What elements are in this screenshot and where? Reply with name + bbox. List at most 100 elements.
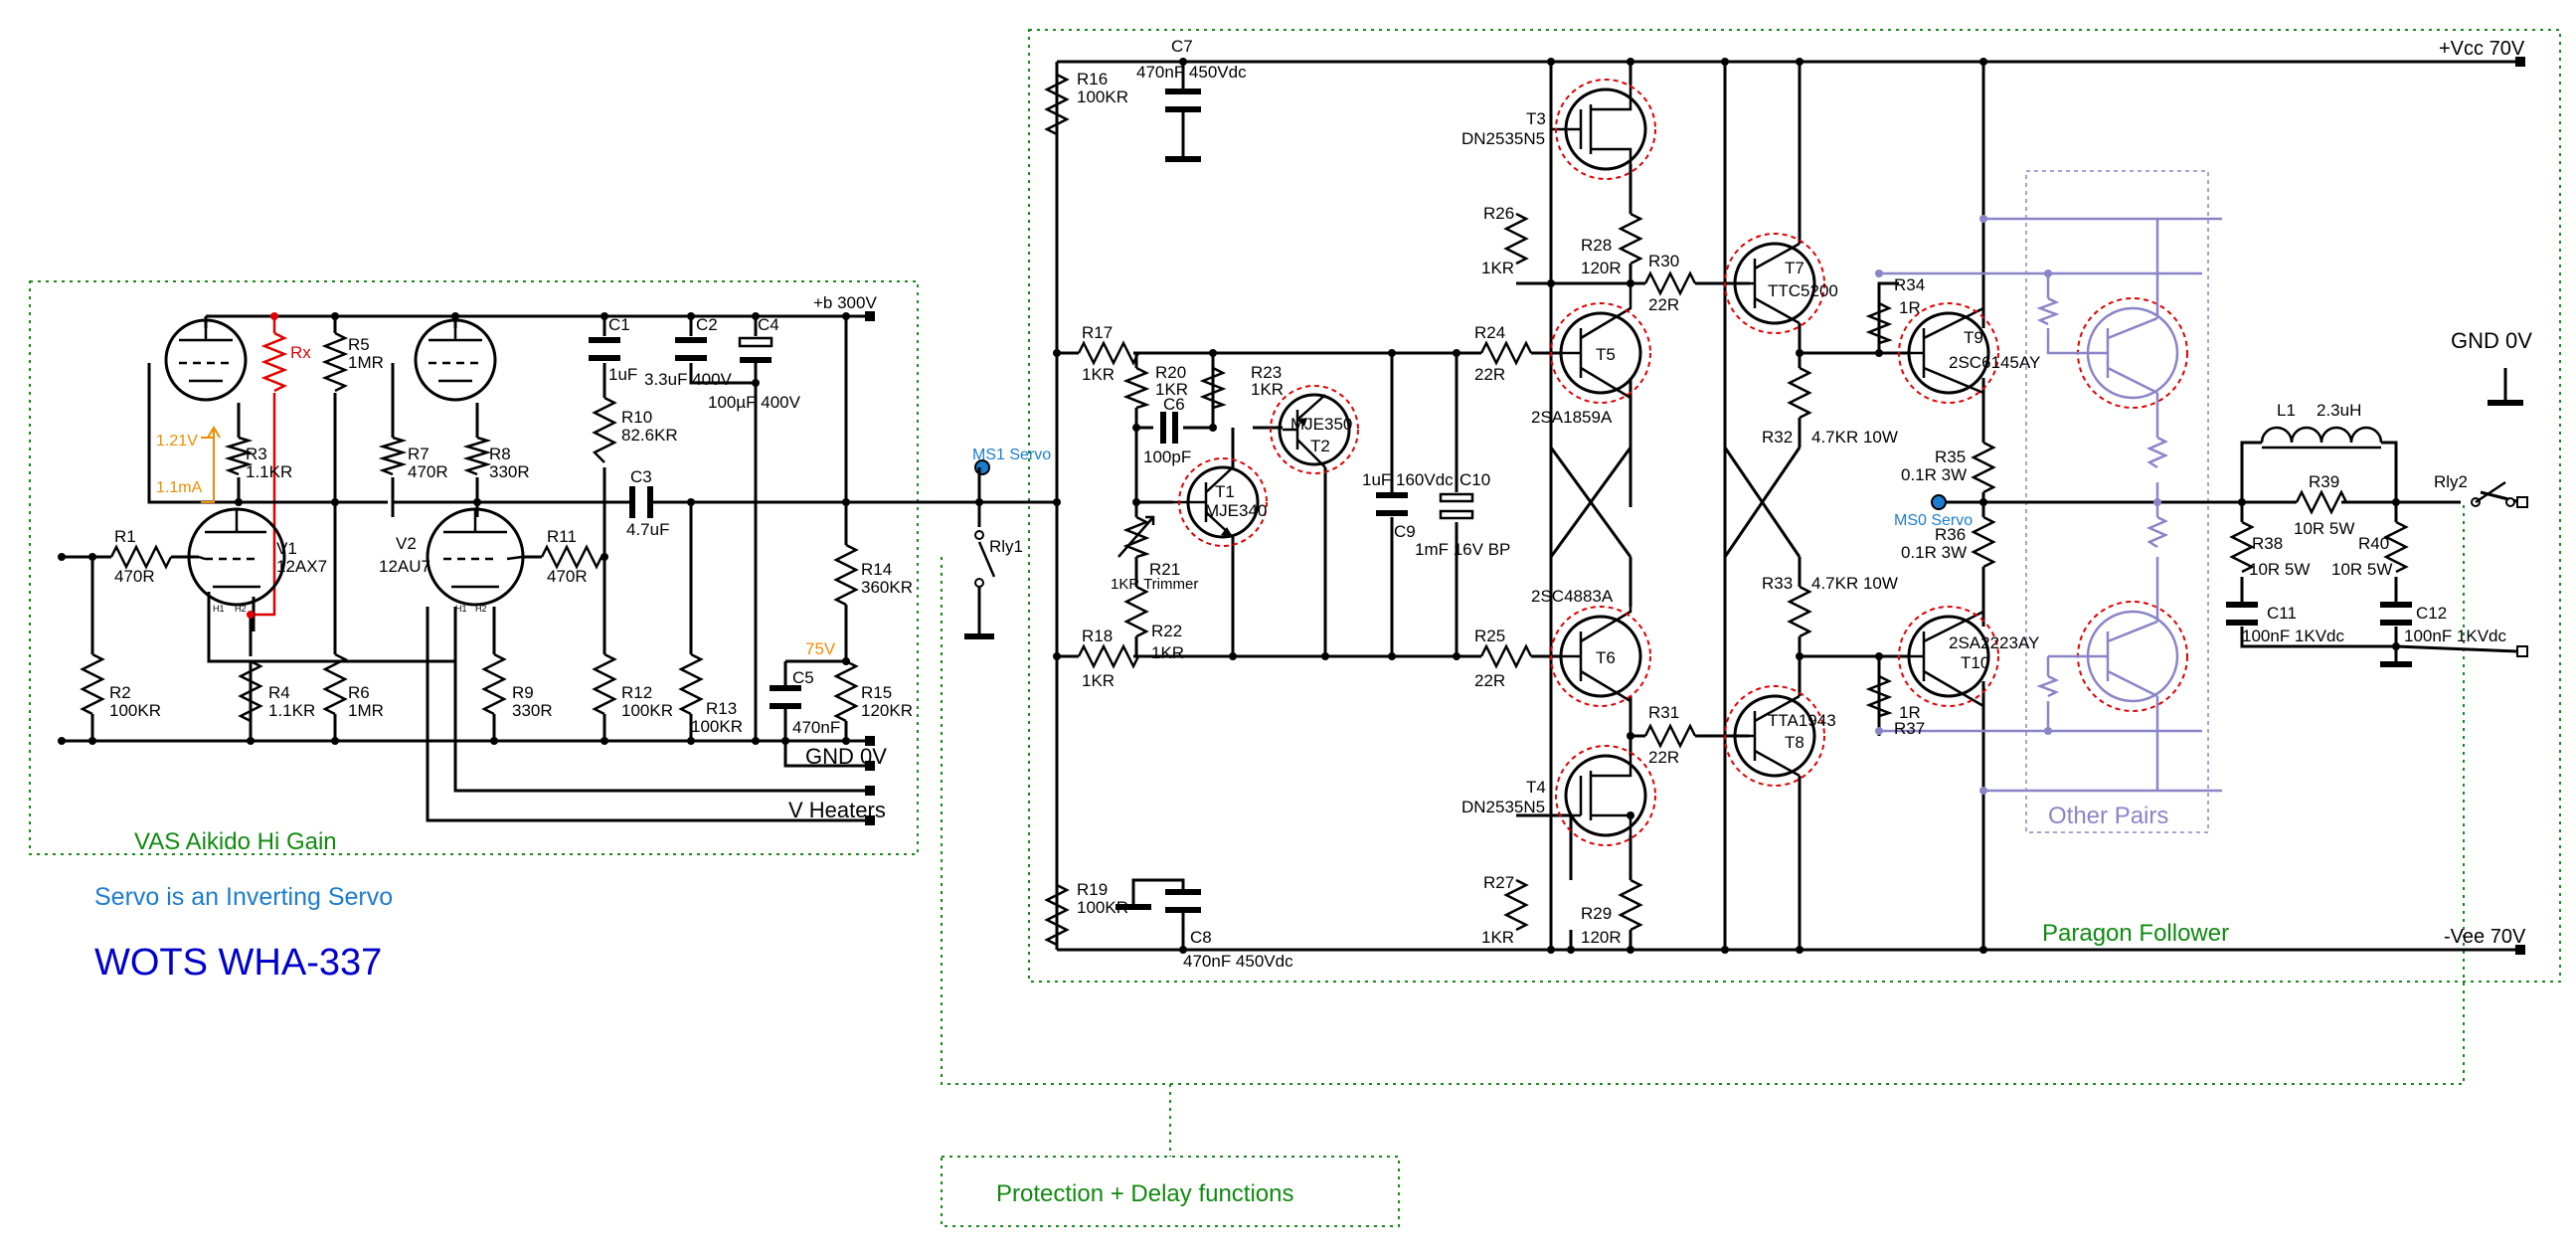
r9-value: 330R: [512, 701, 553, 720]
resistor-R21: [1122, 515, 1150, 559]
t1-type: MJE340: [1205, 501, 1267, 520]
t3-type: DN2535N5: [1461, 129, 1545, 148]
rx-name: Rx: [290, 343, 311, 362]
cap-C2: [675, 337, 707, 361]
resistor-R13: [678, 652, 704, 716]
transistor-T9: [1907, 306, 1990, 395]
t3-name: T3: [1526, 109, 1546, 128]
c12-value: 100nF 1KVdc: [2404, 627, 2507, 645]
resistor-R23: [1199, 366, 1227, 410]
r13-value: 100KR: [691, 717, 743, 736]
r19-value: 100KR: [1077, 898, 1128, 917]
r5-name: R5: [348, 335, 370, 354]
r1-value: 470R: [114, 567, 155, 586]
rail-vee: -Vee 70V: [2444, 926, 2526, 948]
protection-block-outline: [941, 1156, 1400, 1227]
v1-type: 12AX7: [276, 557, 327, 576]
resistor-R22: [1123, 585, 1149, 638]
r1-name: R1: [114, 527, 136, 546]
t9-name: T9: [1964, 328, 1983, 347]
c6-value: 100pF: [1143, 448, 1191, 466]
ms0-servo-node[interactable]: [1931, 494, 1947, 510]
resistor-R8: [462, 436, 492, 476]
c2-value: 3.3uF 400V: [644, 370, 733, 389]
v2-type: 12AU7: [379, 557, 430, 576]
r8-name: R8: [489, 445, 511, 463]
c11-name: C11: [2267, 604, 2297, 623]
v1-name: V1: [276, 539, 297, 558]
r8-value: 330R: [489, 462, 530, 481]
rail-75v: 75V: [805, 639, 836, 658]
r6-value: 1MR: [348, 701, 384, 720]
t1-name: T1: [1215, 482, 1235, 501]
relay2: [2471, 480, 2515, 507]
c8-name: C8: [1190, 928, 1212, 947]
r27-value: 1KR: [1481, 928, 1514, 947]
c8-value: 470nF 450Vdc: [1183, 952, 1293, 971]
r16-name: R16: [1077, 70, 1108, 89]
l1-value: 2.3uH: [2317, 401, 2361, 420]
t8-type: TTA1943: [1768, 711, 1836, 730]
r36-name: R36: [1935, 525, 1966, 544]
resistor-R11: [540, 544, 603, 570]
follower-capacitors: [1116, 89, 2523, 913]
r21-name: R21: [1149, 560, 1180, 579]
resistor-R9: [481, 652, 507, 716]
r25-name: R25: [1474, 627, 1505, 645]
resistor-R7: [378, 436, 408, 476]
c9-value: 1uF 160Vdc: [1362, 470, 1454, 489]
resistor-R1: [109, 544, 173, 570]
resistor-R36: [1971, 515, 1996, 569]
r29-value: 120R: [1581, 928, 1622, 947]
r7-value: 470R: [408, 462, 448, 481]
ms0-label: MS0 Servo: [1894, 512, 1973, 529]
cap-C1: [589, 337, 620, 361]
inductor-L1: [2260, 426, 2383, 444]
r4-value: 1.1KR: [268, 701, 315, 720]
r31-value: 22R: [1648, 748, 1679, 767]
t4-name: T4: [1526, 778, 1546, 797]
follower-wiring: [1055, 60, 2521, 952]
resistor-R34: [1865, 301, 1893, 345]
bias-current: 1.1mA: [156, 479, 203, 496]
r12-name: R12: [621, 683, 652, 702]
c5-value: 470nF: [792, 718, 840, 737]
r33-name: R33: [1762, 574, 1793, 593]
transistor-symbols: [1173, 85, 1990, 837]
r27-name: R27: [1483, 873, 1514, 892]
resistor-R30: [1643, 270, 1697, 296]
t2-name: T2: [1310, 437, 1330, 455]
r35-value: 0.1R 3W: [1901, 465, 1967, 484]
resistor-R2: [80, 652, 105, 716]
r10-value: 82.6KR: [621, 426, 678, 445]
r23-value: 1KR: [1251, 380, 1284, 399]
resistor-R18: [1077, 643, 1140, 669]
r17-name: R17: [1082, 323, 1113, 342]
transistor-T6: [1559, 557, 1642, 736]
resistor-R28: [1618, 212, 1643, 266]
c7-name: C7: [1171, 37, 1193, 56]
r4-name: R4: [268, 683, 290, 702]
r3-name: R3: [246, 445, 267, 463]
tube-V2: [426, 507, 525, 607]
protection-links: [941, 502, 2465, 1157]
rly1-label: Rly1: [989, 537, 1023, 556]
r37-name: R37: [1894, 719, 1925, 738]
resistor-R14: [833, 543, 859, 607]
r24-value: 22R: [1474, 365, 1505, 384]
resistor-R10: [592, 396, 617, 463]
cap-C10: [1439, 492, 1474, 503]
resistor-R19: [1044, 883, 1070, 947]
transistor-T1: [1173, 465, 1260, 539]
resistor-R35: [1971, 441, 1996, 494]
r20-value: 1KR: [1155, 380, 1188, 399]
r38-name: R38: [2252, 534, 2283, 553]
r30-name: R30: [1648, 252, 1679, 270]
transistor-T2: [1278, 393, 1351, 468]
r23-name: R23: [1251, 363, 1282, 382]
r28-value: 120R: [1581, 259, 1622, 277]
vas-block-outline: [29, 280, 919, 855]
t8-name: T8: [1785, 733, 1804, 752]
r35-name: R35: [1935, 448, 1966, 466]
resistor-Rx: [260, 331, 288, 393]
